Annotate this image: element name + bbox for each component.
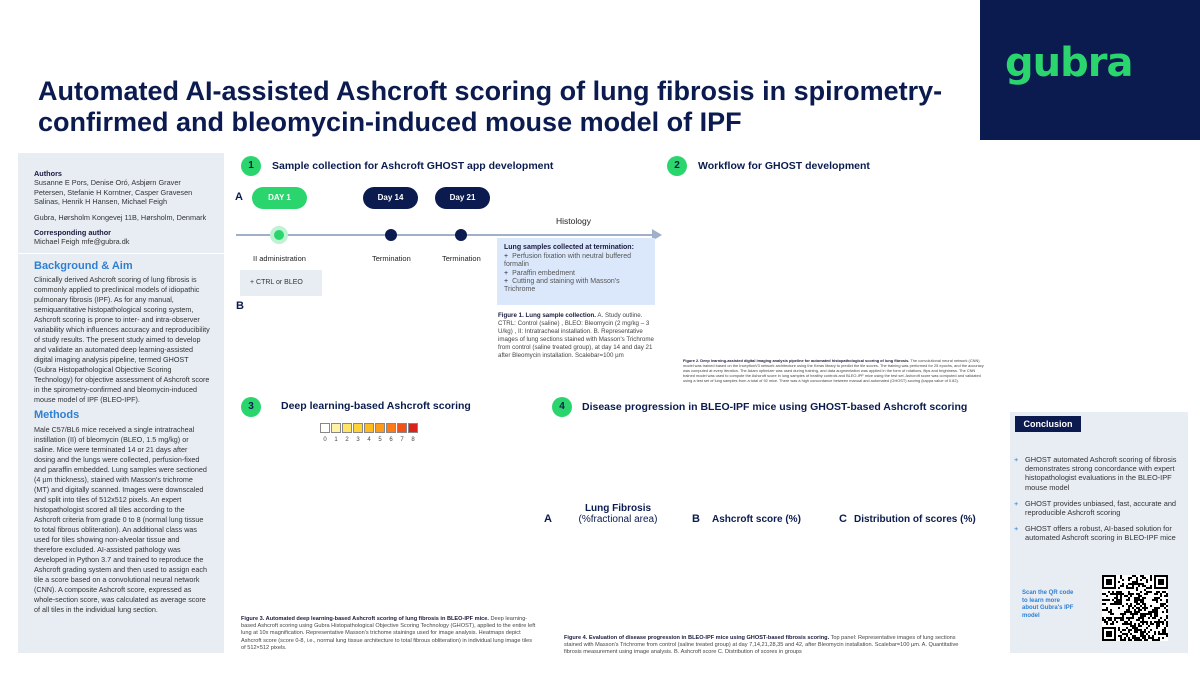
scale-label: 3 bbox=[356, 437, 360, 443]
sidebar-divider bbox=[18, 252, 224, 254]
section2-title: Workflow for GHOST development bbox=[698, 160, 870, 172]
section4-title: Disease progression in BLEO-IPF mice usi… bbox=[582, 401, 968, 413]
section2-number: 2 bbox=[667, 156, 687, 176]
panel-a-title-text: Lung Fibrosis bbox=[584, 503, 652, 514]
scale-label: 4 bbox=[367, 437, 371, 443]
corresponding-heading: Corresponding author bbox=[34, 228, 112, 238]
background-heading: Background & Aim bbox=[34, 259, 133, 272]
figure2-caption-title: Figure 2. Deep learning-assisted digital… bbox=[683, 358, 910, 363]
lung-sample-item: Paraffin embedment bbox=[504, 270, 648, 278]
ashcroft-color-scale bbox=[320, 423, 418, 433]
scale-label: 0 bbox=[323, 437, 327, 443]
section4-label-a: A bbox=[544, 513, 552, 525]
figure1-caption: Figure 1. Lung sample collection. A. Stu… bbox=[498, 312, 658, 359]
scale-label: 1 bbox=[334, 437, 338, 443]
qr-code-icon[interactable] bbox=[1102, 575, 1168, 641]
figure4-caption: Figure 4. Evaluation of disease progress… bbox=[564, 635, 964, 657]
termination14-label: Termination bbox=[372, 254, 411, 263]
scale-cell bbox=[342, 423, 352, 433]
poster-title: Automated AI-assisted Ashcroft scoring o… bbox=[38, 76, 943, 137]
affiliation: Gubra, Hørsholm Kongevej 11B, Hørsholm, … bbox=[34, 212, 207, 222]
figure3-caption: Figure 3. Automated deep learning-based … bbox=[241, 616, 536, 652]
section4-number: 4 bbox=[552, 397, 572, 417]
ii-admin-label: II administration bbox=[253, 254, 306, 263]
corresponding-author: Michael Feigh mfe@gubra.dk bbox=[34, 237, 130, 247]
day1-pill: DAY 1 bbox=[252, 187, 307, 209]
conclusion-item: GHOST automated Ashcroft scoring of fibr… bbox=[1014, 455, 1186, 492]
scale-cell bbox=[331, 423, 341, 433]
section1-title: Sample collection for Ashcroft GHOST app… bbox=[272, 160, 554, 172]
panel-a-subtitle: (%fractional area) bbox=[578, 514, 658, 525]
section1-label-a: A bbox=[235, 191, 243, 203]
logo-panel bbox=[980, 0, 1200, 140]
day14-pill: Day 14 bbox=[363, 187, 418, 209]
figure3-caption-title: Figure 3. Automated deep learning-based … bbox=[241, 616, 489, 622]
panel-a-title: Lung Fibrosis (%fractional area) bbox=[570, 503, 666, 525]
scale-label: 5 bbox=[378, 437, 382, 443]
qr-caption: Scan the QR code to learn more about Gub… bbox=[1022, 590, 1074, 619]
figure4-caption-text: Top panel: Representative images of lung… bbox=[564, 635, 959, 656]
conclusion-list: GHOST automated Ashcroft scoring of fibr… bbox=[1014, 455, 1186, 550]
scale-label: 6 bbox=[389, 437, 393, 443]
ctrl-bleo-box: + CTRL or BLEO bbox=[240, 270, 322, 296]
background-text: Clinically derived Ashcroft scoring of l… bbox=[34, 275, 210, 405]
conclusion-item: GHOST offers a robust, AI-based solution… bbox=[1014, 524, 1186, 542]
lung-samples-box: Lung samples collected at termination: P… bbox=[497, 238, 655, 305]
figure1-caption-title: Figure 1. Lung sample collection. bbox=[498, 312, 596, 319]
section3-number: 3 bbox=[241, 397, 261, 417]
figure1-caption-text: A. Study outline. CTRL: Control (saline)… bbox=[498, 312, 654, 359]
authors-heading: Authors bbox=[34, 169, 62, 178]
panel-b-title: Ashcroft score (%) bbox=[712, 514, 801, 525]
scale-label: 7 bbox=[400, 437, 404, 443]
conclusion-heading: Conclusion bbox=[1015, 416, 1081, 432]
scale-cell bbox=[353, 423, 363, 433]
day14-dot bbox=[385, 229, 397, 241]
figure2-caption: Figure 2. Deep learning-assisted digital… bbox=[683, 358, 988, 383]
section1-label-b: B bbox=[236, 300, 244, 312]
sidebar: Authors Susanne E Pors, Denise Oró, Asbj… bbox=[18, 153, 224, 653]
section4-label-c: C bbox=[839, 513, 847, 525]
scale-label: 8 bbox=[411, 437, 415, 443]
authors: Susanne E Pors, Denise Oró, Asbjørn Grav… bbox=[34, 178, 193, 207]
lung-sample-item: Perfusion fixation with neutral buffered… bbox=[504, 253, 648, 269]
day21-dot bbox=[455, 229, 467, 241]
methods-text: Male C57/BL6 mice received a single intr… bbox=[34, 424, 208, 614]
scale-cell bbox=[375, 423, 385, 433]
section3-title: Deep learning-based Ashcroft scoring bbox=[281, 400, 471, 412]
scale-label: 2 bbox=[345, 437, 349, 443]
lung-samples-heading: Lung samples collected at termination: bbox=[504, 244, 634, 251]
day21-pill: Day 21 bbox=[435, 187, 490, 209]
timeline-line bbox=[236, 234, 656, 236]
methods-heading: Methods bbox=[34, 409, 80, 422]
scale-cell bbox=[320, 423, 330, 433]
scale-cell bbox=[408, 423, 418, 433]
figure3-caption-text: Deep learning-based Ashcroft scoring usi… bbox=[241, 616, 536, 651]
section1-number: 1 bbox=[241, 156, 261, 176]
day1-dot bbox=[274, 230, 284, 240]
ashcroft-scale-labels: 0 1 2 3 4 5 6 7 8 bbox=[320, 437, 418, 443]
section4-label-b: B bbox=[692, 513, 700, 525]
conclusion-item: GHOST provides unbiased, fast, accurate … bbox=[1014, 499, 1186, 517]
scale-cell bbox=[397, 423, 407, 433]
histology-label: Histology bbox=[556, 216, 591, 226]
panel-c-title: Distribution of scores (%) bbox=[854, 514, 976, 525]
lung-sample-item: Cutting and staining with Masson's Trich… bbox=[504, 278, 648, 294]
scale-cell bbox=[386, 423, 396, 433]
figure2-caption-text: The convolutional neural network (CNN) m… bbox=[683, 358, 984, 384]
gubra-logo: gubra bbox=[1005, 40, 1133, 86]
termination21-label: Termination bbox=[442, 254, 481, 263]
scale-cell bbox=[364, 423, 374, 433]
timeline-arrow bbox=[652, 229, 662, 241]
figure4-caption-title: Figure 4. Evaluation of disease progress… bbox=[564, 635, 830, 641]
